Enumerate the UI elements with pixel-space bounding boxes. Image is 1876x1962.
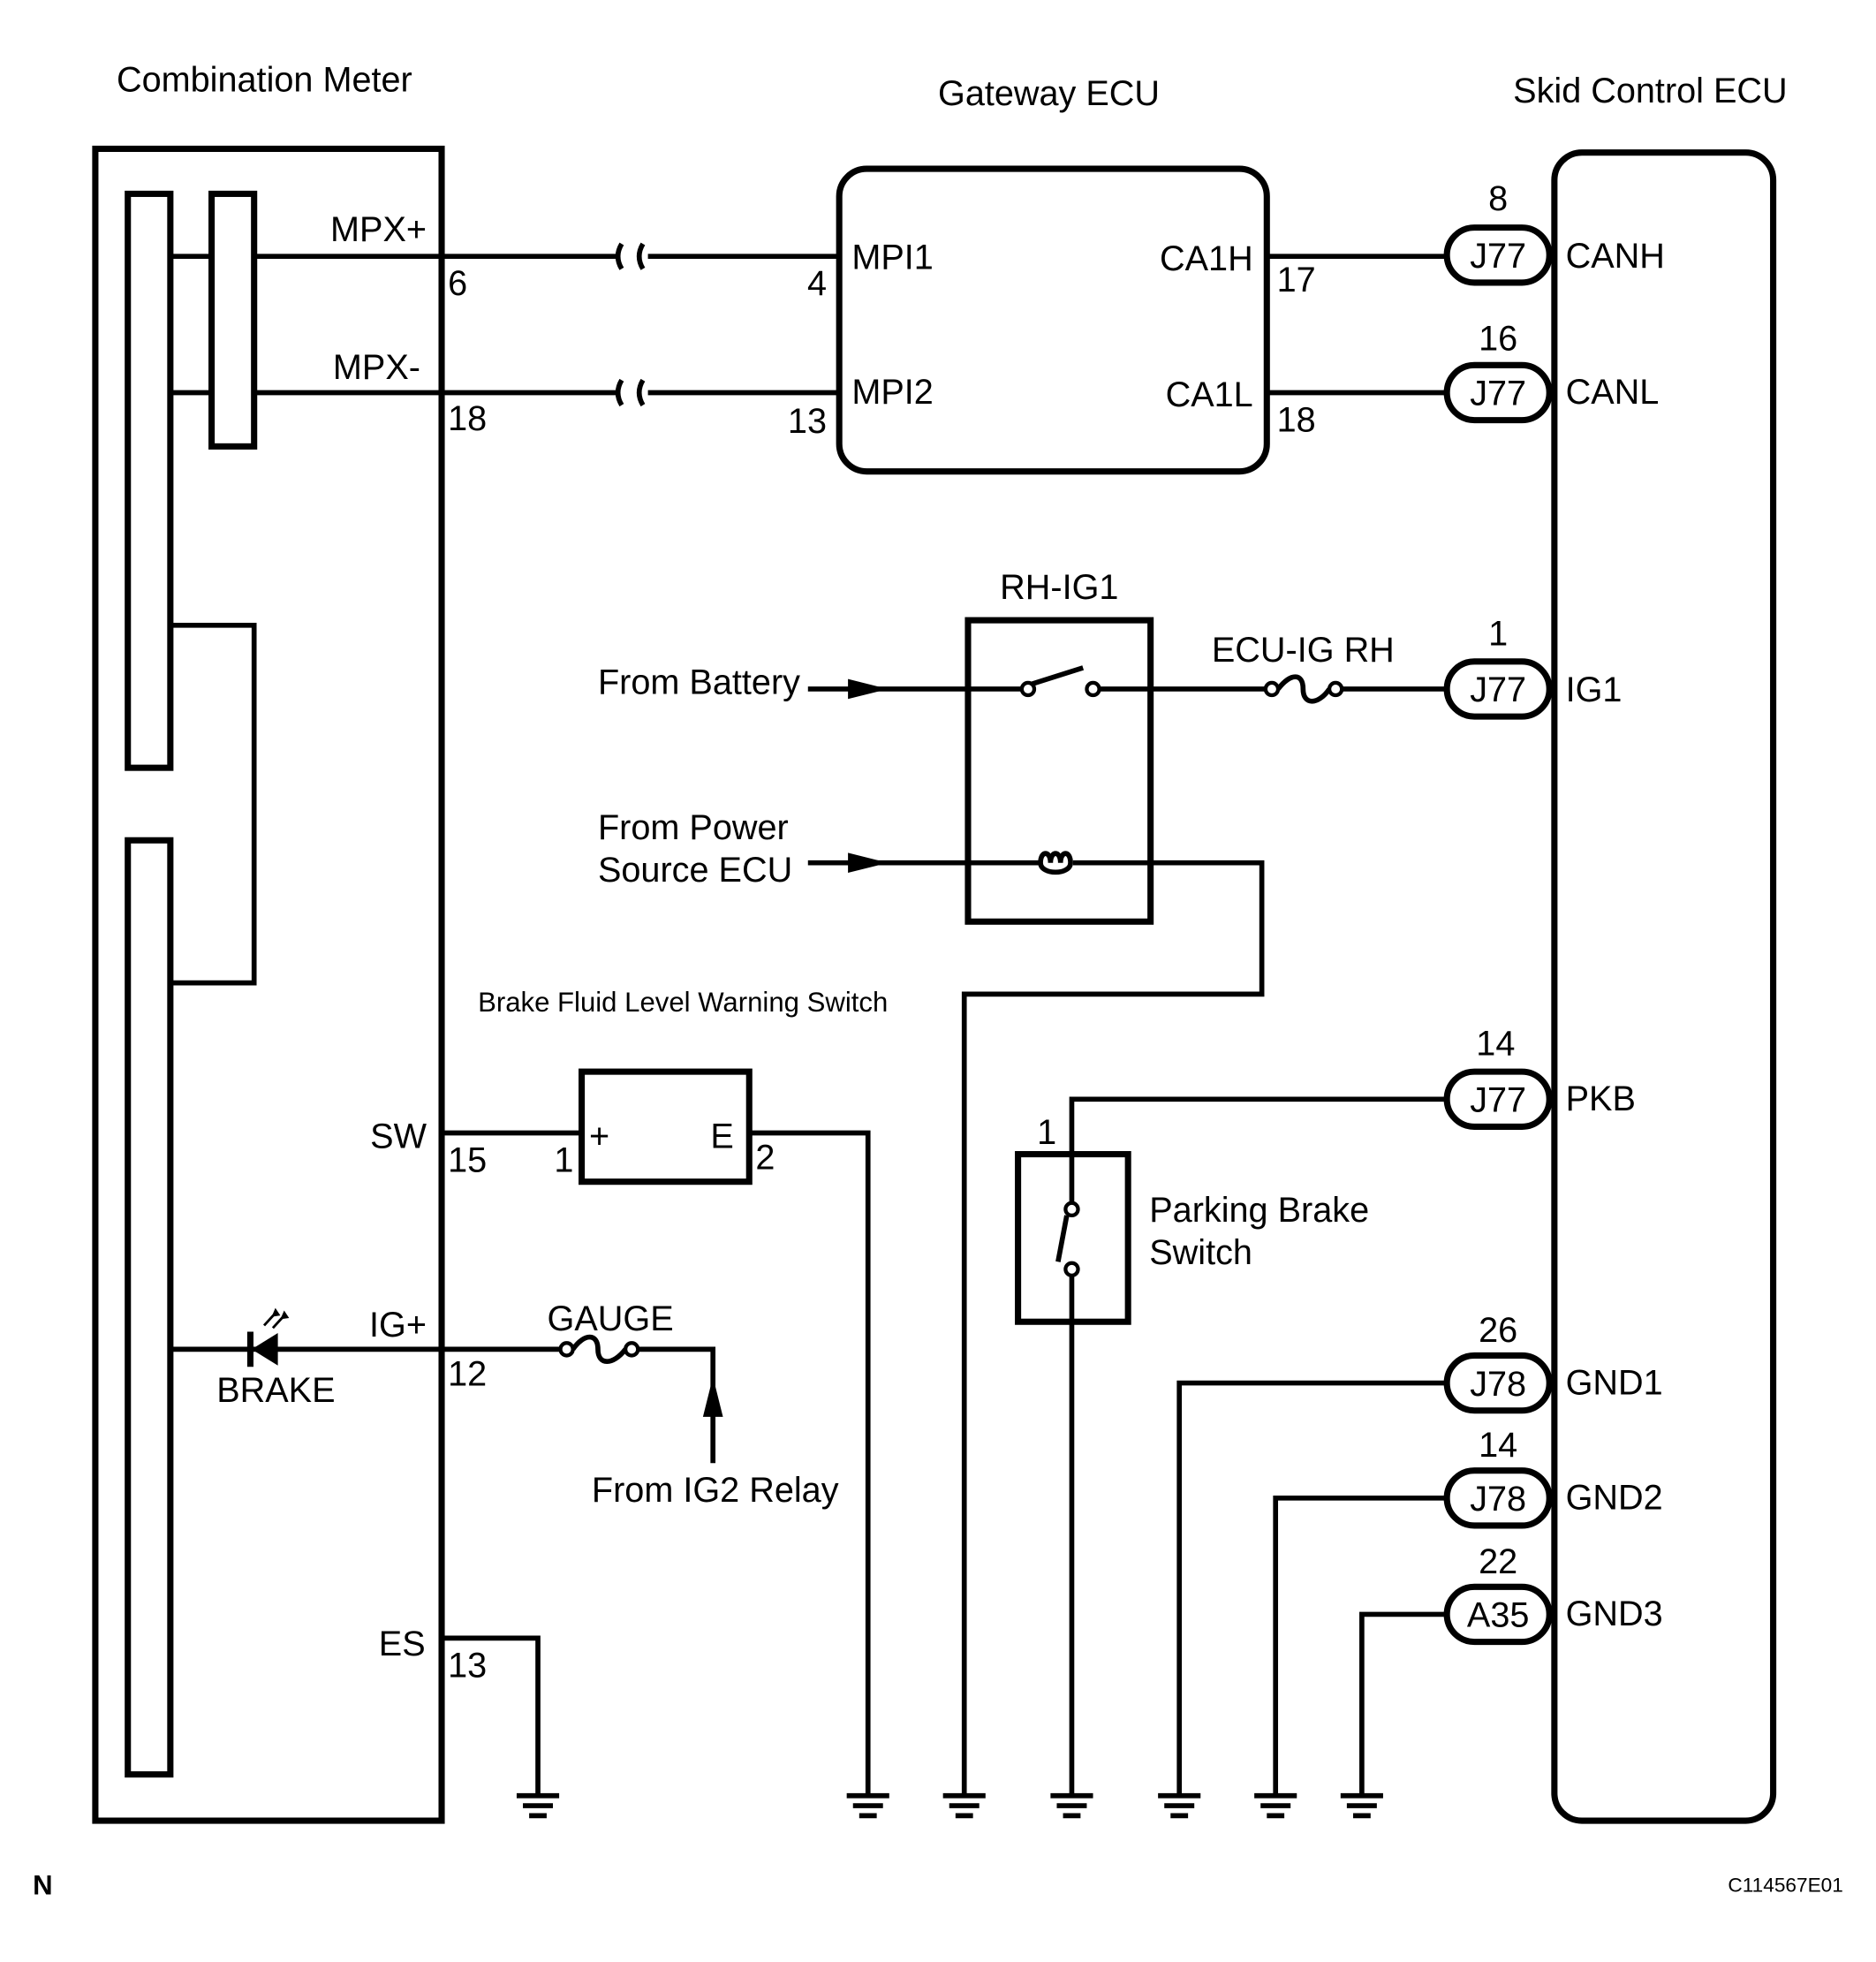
footer-left-mark: N <box>33 1870 52 1901</box>
pin-8: 8 <box>1488 179 1508 218</box>
brake-indicator-label: BRAKE <box>216 1371 335 1410</box>
pin-17: 17 <box>1277 261 1316 299</box>
svg-text:J78: J78 <box>1470 1365 1526 1404</box>
terminal-es: ES <box>379 1625 426 1663</box>
terminal-mpi2: MPI2 <box>851 373 933 412</box>
pin-26: 26 <box>1479 1311 1517 1350</box>
from-power-source-label-2: Source ECU <box>598 851 792 890</box>
terminal-ca1l: CA1L <box>1166 375 1253 414</box>
svg-text:J77: J77 <box>1470 670 1526 709</box>
meter-mpx-interface-block <box>208 190 258 450</box>
brake-fluid-switch-e: E <box>710 1117 733 1155</box>
relay-coil-icon <box>1038 851 1073 875</box>
gateway-ecu-title: Gateway ECU <box>938 74 1160 113</box>
terminal-canh: CANH <box>1566 237 1665 276</box>
parking-brake-pin-1: 1 <box>1037 1113 1056 1152</box>
pin-13-gateway: 13 <box>788 402 827 441</box>
ground-icon <box>1254 1792 1297 1819</box>
pin-13: 13 <box>448 1646 487 1685</box>
fuse-icon <box>1263 674 1344 704</box>
relay-contact-icon <box>1019 665 1101 698</box>
terminal-ig1: IG1 <box>1566 670 1623 709</box>
svg-text:J77: J77 <box>1470 1080 1526 1119</box>
svg-text:A35: A35 <box>1467 1596 1530 1635</box>
pin-15: 15 <box>448 1140 487 1179</box>
svg-text:J77: J77 <box>1470 375 1526 413</box>
skid-control-ecu-box <box>1551 149 1777 1824</box>
arrow-up-icon <box>702 1376 723 1417</box>
ground-icon <box>1050 1792 1093 1819</box>
terminal-ca1h: CA1H <box>1160 239 1253 278</box>
connector-gnd3: A35 22 GND3 <box>1443 1542 1663 1646</box>
terminal-canl: CANL <box>1566 373 1660 412</box>
parking-brake-switch-label-1: Parking Brake <box>1149 1191 1369 1230</box>
gauge-fuse-label: GAUGE <box>548 1299 674 1338</box>
meter-internal-block-upper <box>125 190 174 771</box>
pin-14: 14 <box>1476 1025 1515 1064</box>
terminal-mpx-plus: MPX+ <box>330 210 427 249</box>
skid-control-ecu-title: Skid Control ECU <box>1513 72 1788 110</box>
brake-fluid-switch-pin-2: 2 <box>755 1139 775 1178</box>
pin-22: 22 <box>1479 1542 1517 1581</box>
brake-fluid-switch-pin-1: 1 <box>554 1140 573 1179</box>
brake-fluid-switch-plus: + <box>589 1117 609 1155</box>
pin-4: 4 <box>807 264 827 303</box>
combination-meter: BRAKE <box>92 145 445 1824</box>
pin-18: 18 <box>448 399 487 438</box>
gateway-ecu-box <box>836 165 1270 475</box>
fuse-icon <box>558 1334 640 1364</box>
ecu-ig-rh-fuse-label: ECU-IG RH <box>1212 631 1395 670</box>
combination-meter-title: Combination Meter <box>117 60 412 99</box>
brake-fluid-switch-label: Brake Fluid Level Warning Switch <box>478 987 888 1018</box>
ground-symbols <box>516 1792 1383 1819</box>
from-battery-label: From Battery <box>598 663 800 702</box>
connector-ig1: J77 1 IG1 <box>1443 614 1623 720</box>
arrow-right-icon <box>848 678 889 700</box>
pin-14-gnd: 14 <box>1479 1426 1517 1465</box>
pin-18-gateway: 18 <box>1277 400 1316 439</box>
terminal-mpi1: MPI1 <box>851 238 933 276</box>
rh-ig1-label: RH-IG1 <box>1000 568 1118 607</box>
svg-text:J78: J78 <box>1470 1480 1526 1519</box>
terminal-gnd3: GND3 <box>1566 1595 1663 1633</box>
connector-canh: J77 8 CANH <box>1443 179 1665 286</box>
meter-internal-link <box>170 622 257 986</box>
terminal-ig-plus: IG+ <box>369 1306 427 1345</box>
terminal-sw: SW <box>370 1117 427 1155</box>
ground-icon <box>1340 1792 1383 1819</box>
meter-internal-block-lower <box>125 837 174 1778</box>
pin-16: 16 <box>1479 319 1517 358</box>
pin-12: 12 <box>448 1354 487 1393</box>
connector-canl: J77 16 CANL <box>1443 319 1660 424</box>
terminal-gnd1: GND1 <box>1566 1363 1663 1402</box>
parking-brake-contact-icon <box>1055 1201 1080 1277</box>
brake-warning-led-icon <box>170 1307 443 1367</box>
terminal-pkb: PKB <box>1566 1079 1636 1118</box>
ground-icon <box>942 1792 986 1819</box>
ground-icon <box>1158 1792 1201 1819</box>
from-ig2-relay-label: From IG2 Relay <box>592 1471 839 1510</box>
svg-text:J77: J77 <box>1470 237 1526 276</box>
parking-brake-switch-label-2: Switch <box>1149 1233 1252 1272</box>
mpx-bus-wires <box>442 242 840 407</box>
ground-icon <box>516 1792 560 1819</box>
connector-gnd2: J78 14 GND2 <box>1443 1426 1663 1529</box>
relay-coil-ground-wire <box>961 860 1265 1795</box>
pin-1: 1 <box>1488 614 1508 653</box>
ground-icon <box>846 1792 889 1819</box>
figure-code: C114567E01 <box>1728 1875 1842 1897</box>
brake-fluid-switch-box <box>579 1068 753 1186</box>
terminal-mpx-minus: MPX- <box>333 348 420 387</box>
terminal-gnd2: GND2 <box>1566 1479 1663 1518</box>
from-power-source-label-1: From Power <box>598 808 789 847</box>
pin-6: 6 <box>448 264 467 303</box>
rh-ig1-relay-box <box>964 617 1154 925</box>
arrow-right-icon <box>848 852 889 874</box>
